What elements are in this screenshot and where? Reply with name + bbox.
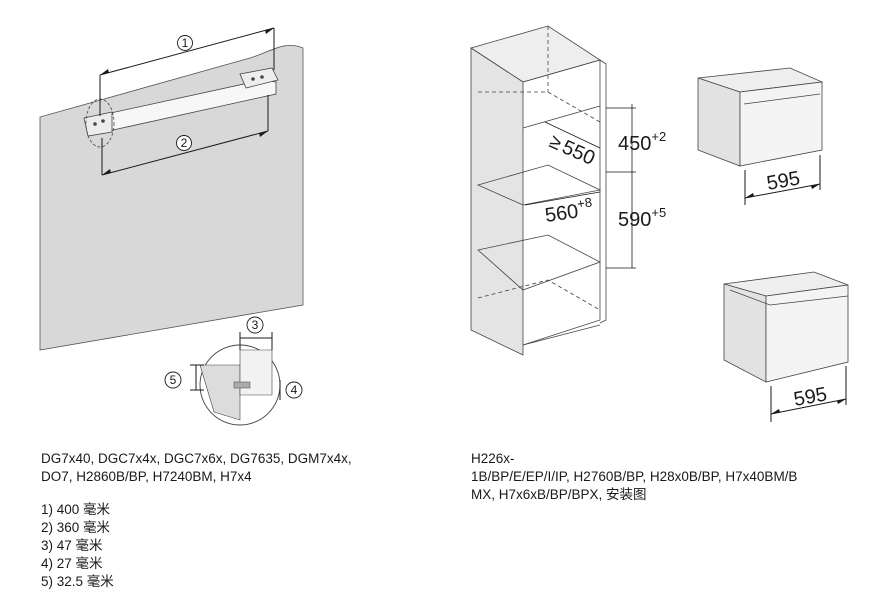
dimension-1: 1) 400 毫米 <box>41 502 111 517</box>
appliance-bottom-width-label: 595 <box>792 383 829 410</box>
appliance-top-drawing <box>697 67 824 205</box>
svg-text:3: 3 <box>252 318 259 332</box>
dimension-list: 1) 400 毫米 2) 360 毫米 3) 47 毫米 4) 27 毫米 5)… <box>41 501 114 591</box>
caption-right-line-2: 1B/BP/E/EP/I/IP, H2760B/BP, H28x0B/BP, H… <box>471 469 798 484</box>
callout-1: 1 <box>177 35 193 51</box>
installation-drawing: 1 2 3 5 4 <box>39 25 849 426</box>
dim-upper-label: 450+2 <box>618 129 666 155</box>
caption-right: H226x- 1B/BP/E/EP/I/IP, H2760B/BP, H28x0… <box>471 450 797 504</box>
svg-text:4: 4 <box>291 383 298 397</box>
svg-text:1: 1 <box>182 36 189 50</box>
svg-text:2: 2 <box>181 136 188 150</box>
callout-3: 3 <box>246 316 264 334</box>
cabinet-drawing <box>470 25 636 356</box>
dimension-2: 2) 360 毫米 <box>41 520 111 535</box>
caption-left: DG7x40, DGC7x4x, DGC7x6x, DG7635, DGM7x4… <box>41 450 352 486</box>
dimension-5: 5) 32.5 毫米 <box>41 574 114 589</box>
models-line-1: DG7x40, DGC7x4x, DGC7x6x, DG7635, DGM7x4… <box>41 451 352 466</box>
cabinet-dimension-labels: 450+2 ≥550 560+8 590+5 <box>543 129 667 231</box>
appliance-top-width-label: 595 <box>765 167 802 194</box>
caption-right-line-1: H226x- <box>471 451 515 466</box>
handle-detail-drawing: 3 5 4 <box>164 316 303 426</box>
callout-5: 5 <box>164 371 182 389</box>
models-line-2: DO7, H2860B/BP, H7240BM, H7x4 <box>41 469 252 484</box>
callout-2: 2 <box>176 135 192 151</box>
dim-depth-label: ≥550 <box>546 130 598 169</box>
oven-front-drawing: 1 2 <box>39 27 304 351</box>
appliance-bottom-drawing <box>723 271 849 422</box>
svg-text:5: 5 <box>170 373 177 387</box>
callout-4: 4 <box>285 381 303 399</box>
dimension-3: 3) 47 毫米 <box>41 538 103 553</box>
dim-lower-label: 590+5 <box>618 205 666 231</box>
dim-width-label: 560+8 <box>543 194 594 226</box>
dimension-4: 4) 27 毫米 <box>41 556 103 571</box>
caption-right-line-3: MX, H7x6xB/BP/BPX, 安装图 <box>471 487 647 502</box>
